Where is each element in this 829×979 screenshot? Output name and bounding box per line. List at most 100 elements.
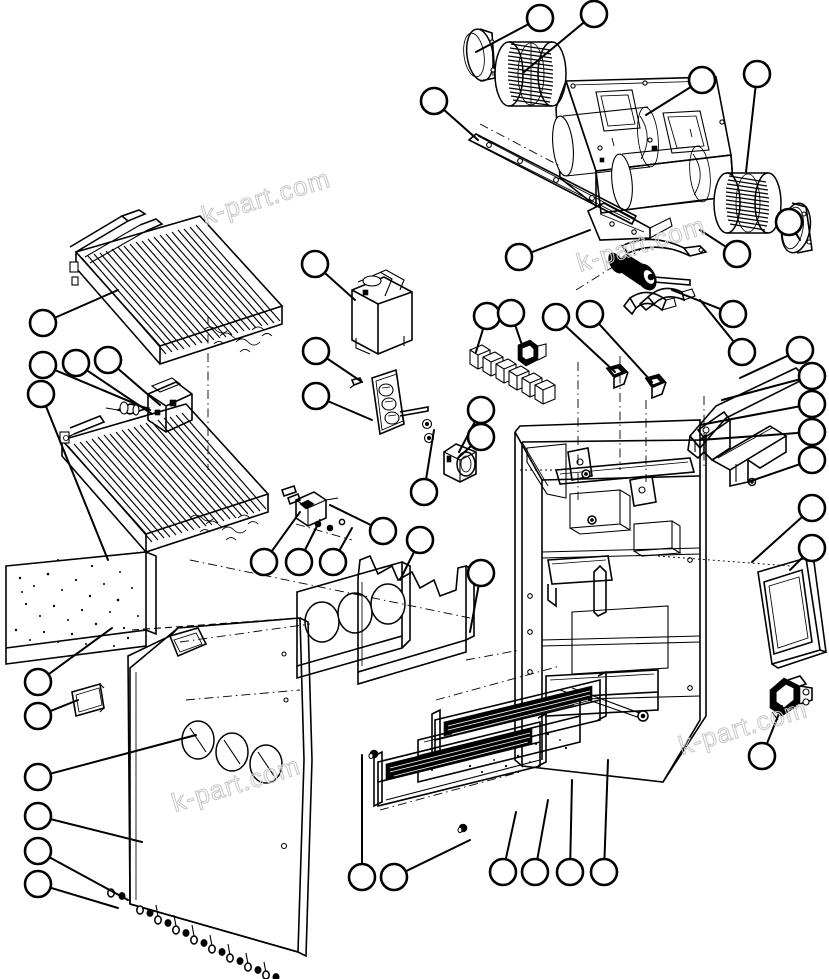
callout-bubble[interactable] xyxy=(23,836,53,866)
callout-c21[interactable] xyxy=(457,422,496,459)
callout-bubble[interactable] xyxy=(797,361,827,391)
callout-c11[interactable] xyxy=(28,289,119,338)
callout-bubble[interactable] xyxy=(687,65,717,95)
callout-c19[interactable] xyxy=(409,429,439,507)
callout-c03[interactable] xyxy=(645,65,717,116)
callout-c39[interactable] xyxy=(23,627,113,697)
callout-bubble[interactable] xyxy=(496,298,526,328)
callout-c41[interactable] xyxy=(23,734,197,792)
callout-bubble[interactable] xyxy=(347,862,377,892)
callout-c30[interactable] xyxy=(747,445,827,483)
callout-bubble[interactable] xyxy=(318,547,348,577)
callout-c05[interactable] xyxy=(419,86,479,141)
callout-bubble[interactable] xyxy=(797,417,827,447)
callout-c04[interactable] xyxy=(742,59,772,173)
callout-bubble[interactable] xyxy=(284,547,314,577)
callout-c34[interactable] xyxy=(284,519,321,577)
callout-bubble[interactable] xyxy=(722,239,752,269)
callout-c42[interactable] xyxy=(23,801,143,843)
callout-bubble[interactable] xyxy=(555,857,585,887)
callout-c12[interactable] xyxy=(28,350,151,411)
callout-bubble[interactable] xyxy=(747,741,777,771)
callout-c29[interactable] xyxy=(699,417,827,447)
callout-c15[interactable] xyxy=(26,379,109,561)
callout-c38[interactable] xyxy=(466,558,496,633)
callout-c46[interactable] xyxy=(379,839,471,892)
callout-c24[interactable] xyxy=(541,302,616,373)
callout-c01[interactable] xyxy=(475,3,555,53)
callout-c35[interactable] xyxy=(318,527,353,577)
callout-bubble[interactable] xyxy=(472,301,502,331)
callout-bubble[interactable] xyxy=(23,869,53,899)
callout-bubble[interactable] xyxy=(742,59,772,89)
callout-c50[interactable] xyxy=(589,759,619,887)
callout-bubble[interactable] xyxy=(466,395,496,425)
callout-bubble[interactable] xyxy=(718,299,748,329)
callout-bubble[interactable] xyxy=(797,389,827,419)
callout-c25[interactable] xyxy=(575,299,653,383)
callout-bubble[interactable] xyxy=(504,242,534,272)
callout-bubble[interactable] xyxy=(774,207,804,237)
callout-c40[interactable] xyxy=(23,699,79,731)
callout-bubble[interactable] xyxy=(26,379,56,409)
callout-bubble[interactable] xyxy=(405,525,435,555)
callout-c45[interactable] xyxy=(347,754,377,892)
callout-bubble[interactable] xyxy=(300,249,330,279)
callout-c06[interactable] xyxy=(504,229,591,272)
callout-bubble[interactable] xyxy=(301,381,331,411)
callout-c14[interactable] xyxy=(93,345,161,406)
callout-bubble[interactable] xyxy=(249,547,279,577)
callout-bubble[interactable] xyxy=(541,302,571,332)
callout-c43[interactable] xyxy=(23,836,129,901)
callout-bubble[interactable] xyxy=(28,350,58,380)
callout-c10[interactable] xyxy=(699,299,757,367)
callout-bubble[interactable] xyxy=(23,667,53,697)
callout-c09[interactable] xyxy=(671,289,748,329)
callout-c49[interactable] xyxy=(555,779,585,887)
callout-bubble[interactable] xyxy=(23,762,53,792)
callout-bubble[interactable] xyxy=(301,336,331,366)
callout-bubble[interactable] xyxy=(61,348,91,378)
callout-bubble[interactable] xyxy=(520,857,550,887)
callout-bubble[interactable] xyxy=(525,3,555,33)
callout-bubble[interactable] xyxy=(797,533,827,563)
callout-c18[interactable] xyxy=(301,381,373,421)
callout-c07[interactable] xyxy=(699,229,752,269)
callout-c26[interactable] xyxy=(739,335,815,379)
callout-bubble[interactable] xyxy=(727,337,757,367)
callout-c32[interactable] xyxy=(789,533,827,571)
callout-bubble[interactable] xyxy=(93,345,123,375)
callout-c48[interactable] xyxy=(520,799,550,887)
callout-bubble[interactable] xyxy=(28,308,58,338)
callout-c16[interactable] xyxy=(300,249,356,301)
callout-c17[interactable] xyxy=(301,336,363,383)
callout-bubble[interactable] xyxy=(488,857,518,887)
callout-c27[interactable] xyxy=(721,361,827,401)
callout-c47[interactable] xyxy=(488,811,518,887)
callout-c23[interactable] xyxy=(496,298,526,346)
callout-c31[interactable] xyxy=(751,493,827,563)
callout-bubble[interactable] xyxy=(466,422,496,452)
callout-c37[interactable] xyxy=(399,525,435,581)
callout-c28[interactable] xyxy=(699,389,827,426)
callout-bubble[interactable] xyxy=(797,493,827,523)
callout-c36[interactable] xyxy=(329,504,398,546)
callout-c51[interactable] xyxy=(747,705,783,771)
callout-bubble[interactable] xyxy=(419,86,449,116)
callout-bubble[interactable] xyxy=(23,801,53,831)
callout-c02[interactable] xyxy=(523,0,609,73)
callout-bubble[interactable] xyxy=(575,299,605,329)
callout-c44[interactable] xyxy=(23,869,119,909)
callout-bubble[interactable] xyxy=(409,477,439,507)
callout-c13[interactable] xyxy=(61,348,153,415)
callout-bubble[interactable] xyxy=(579,0,609,29)
callout-bubble[interactable] xyxy=(589,857,619,887)
callout-bubble[interactable] xyxy=(368,516,398,546)
callout-c08[interactable] xyxy=(774,207,804,241)
callout-bubble[interactable] xyxy=(785,335,815,365)
callout-c33[interactable] xyxy=(249,511,301,577)
callout-bubble[interactable] xyxy=(379,862,409,892)
callout-bubble[interactable] xyxy=(23,701,53,731)
callout-bubble[interactable] xyxy=(466,558,496,588)
callout-bubble[interactable] xyxy=(797,445,827,475)
